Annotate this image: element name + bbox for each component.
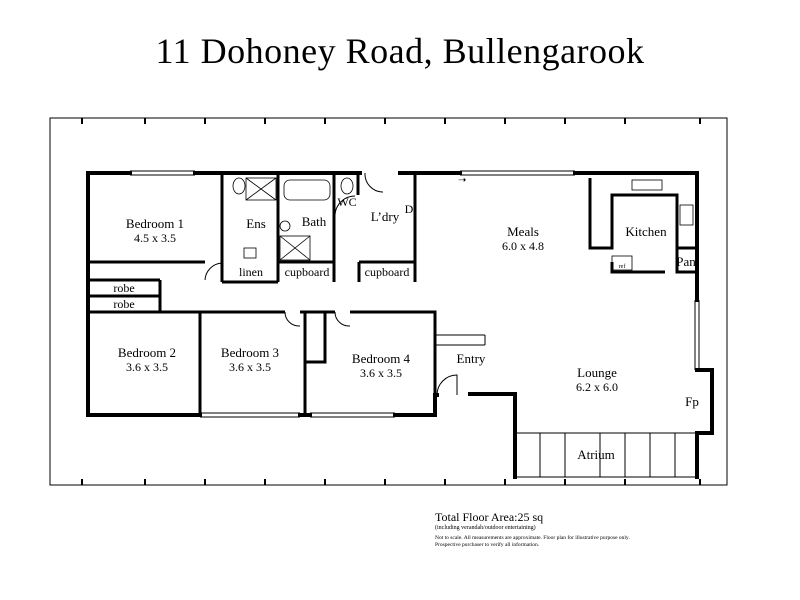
interior-walls bbox=[88, 173, 697, 415]
entry-label: Entry bbox=[457, 351, 486, 366]
bedroom-2-name: Bedroom 2 bbox=[118, 345, 176, 360]
toilet-wc bbox=[340, 177, 354, 195]
bedroom-1-dims: 4.5 x 3.5 bbox=[134, 231, 176, 245]
robe-label-2: robe bbox=[113, 297, 134, 311]
laundry-label: L’dry bbox=[371, 209, 400, 224]
ens-label: Ens bbox=[246, 216, 266, 231]
veranda-outline bbox=[49, 117, 728, 486]
disclaimer-line-2: Prospective purchaser to verify all info… bbox=[435, 542, 540, 548]
entry-step bbox=[435, 334, 486, 346]
pantry-label: Pan bbox=[676, 254, 696, 269]
kitchen-sink bbox=[631, 179, 663, 191]
fridge-box bbox=[611, 255, 633, 271]
fireplace-label: Fp bbox=[685, 394, 699, 409]
arrow-icon: ➝ bbox=[458, 175, 466, 186]
atrium-label: Atrium bbox=[577, 447, 615, 462]
disclaimer-line-1: Not to scale. All measurements are appro… bbox=[435, 535, 630, 541]
ref-label: ref bbox=[619, 263, 626, 270]
cooktop bbox=[679, 204, 694, 226]
cupboard-label-2: cupboard bbox=[365, 265, 410, 279]
bedroom-4-name: Bedroom 4 bbox=[352, 351, 411, 366]
doors bbox=[204, 172, 458, 396]
bedroom-3-dims: 3.6 x 3.5 bbox=[229, 360, 271, 374]
shower-box-2 bbox=[279, 235, 311, 261]
bathtub bbox=[283, 179, 331, 201]
bedroom-3-name: Bedroom 3 bbox=[221, 345, 279, 360]
veranda-posts bbox=[81, 118, 701, 485]
total-floor-area: Total Floor Area:25 sq bbox=[435, 510, 544, 524]
plan-title: 11 Dohoney Road, Bullengarook bbox=[155, 31, 645, 71]
meals-name: Meals bbox=[507, 224, 539, 239]
toilet-ens bbox=[232, 177, 246, 195]
bedroom-1-name: Bedroom 1 bbox=[126, 216, 184, 231]
shower-box bbox=[245, 177, 277, 201]
lounge-name: Lounge bbox=[577, 365, 617, 380]
bedroom-2-dims: 3.6 x 3.5 bbox=[126, 360, 168, 374]
area-note: (including verandah/outdoor entertaining… bbox=[435, 525, 536, 531]
robe-label-1: robe bbox=[113, 281, 134, 295]
room-labels: Bedroom 1 4.5 x 3.5 Ens Bath WC L’dry D … bbox=[113, 195, 699, 462]
ens-basin bbox=[243, 247, 257, 259]
kitchen-label: Kitchen bbox=[625, 224, 667, 239]
bath-basin bbox=[279, 220, 291, 232]
windows bbox=[130, 170, 700, 434]
atrium-lines bbox=[515, 433, 697, 478]
dryer-label: D bbox=[405, 202, 414, 216]
wc-label: WC bbox=[337, 195, 356, 209]
linen-label: linen bbox=[239, 265, 263, 279]
fixtures bbox=[232, 177, 694, 271]
bath-label: Bath bbox=[302, 214, 327, 229]
meals-dims: 6.0 x 4.8 bbox=[502, 239, 544, 253]
bedroom-4-dims: 3.6 x 3.5 bbox=[360, 366, 402, 380]
cupboard-label-1: cupboard bbox=[285, 265, 330, 279]
lounge-dims: 6.2 x 6.0 bbox=[576, 380, 618, 394]
plan-footer: Total Floor Area:25 sq (including verand… bbox=[435, 510, 775, 549]
